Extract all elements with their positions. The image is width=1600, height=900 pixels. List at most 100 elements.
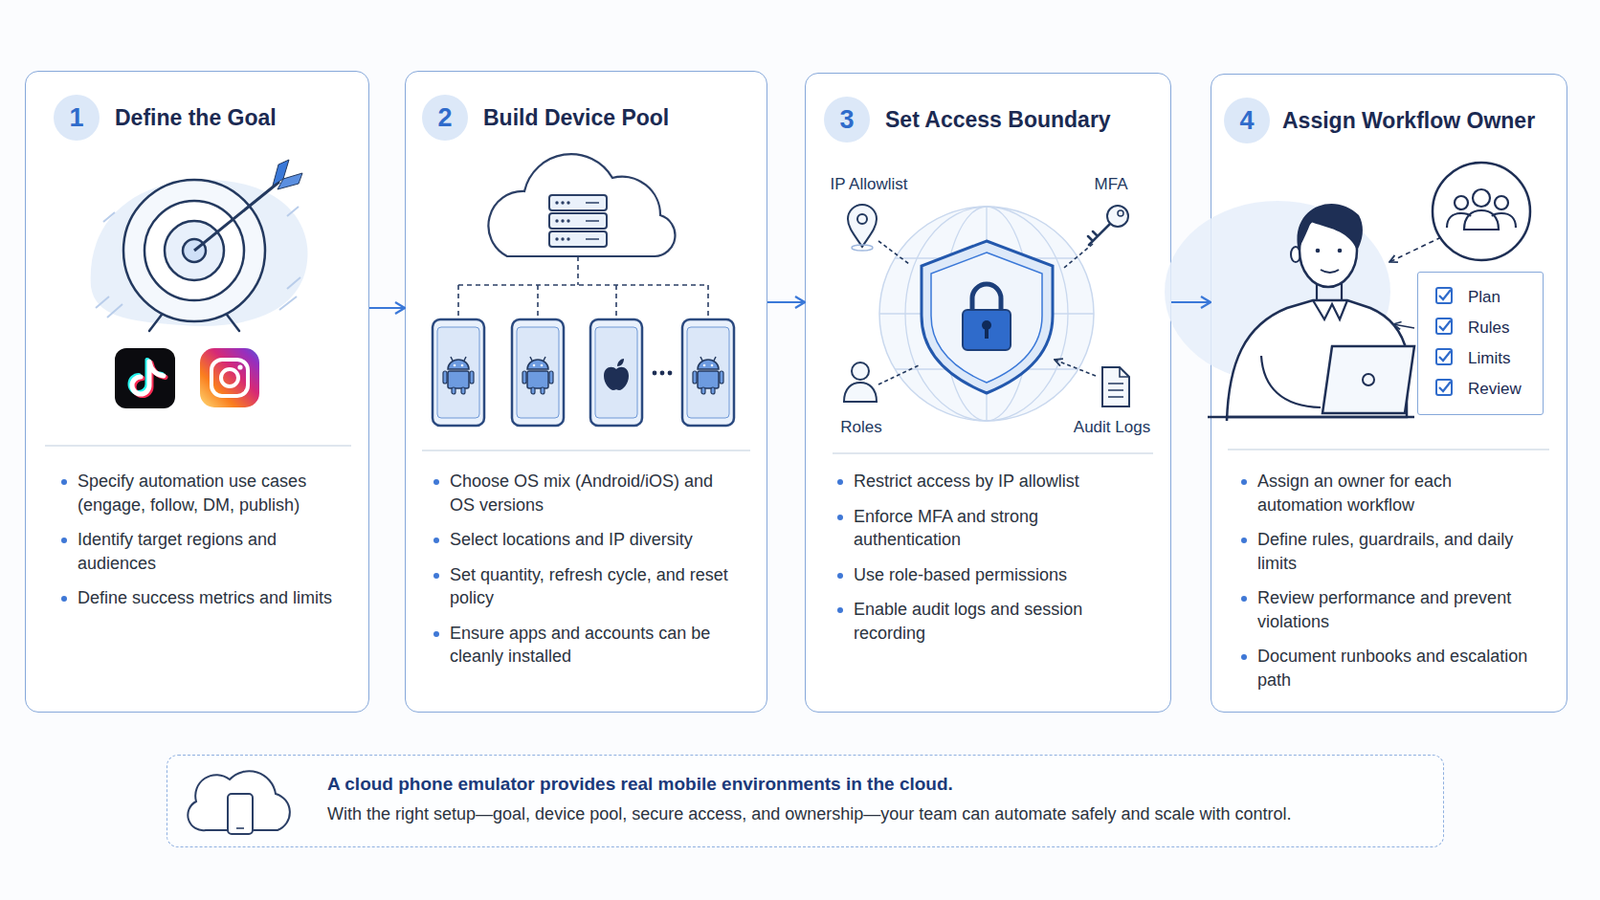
phone-devices <box>652 371 658 377</box>
access-icons <box>1117 210 1124 217</box>
panel-heading: Assign Workflow Owner <box>1282 107 1535 134</box>
checklist-item: Review <box>1467 377 1522 401</box>
checklist-box: PlanRulesLimitsReview <box>1417 271 1544 416</box>
phone-devices <box>667 371 673 377</box>
checkbox-icons <box>1439 381 1451 392</box>
owner-person-illustration <box>1164 162 1531 422</box>
cloud-server-illustration <box>555 219 558 223</box>
bullet-text: Review performance and prevent violation… <box>1257 586 1535 634</box>
checkbox-icons <box>1436 288 1452 396</box>
bullet-text: Enable audit logs and session recording <box>853 598 1141 645</box>
flow-arrow <box>1171 301 1211 304</box>
bullet-text: Select locations and IP diversity <box>449 528 737 553</box>
phone-devices <box>432 319 485 426</box>
bullet-dot <box>837 514 844 521</box>
divider-lines <box>44 444 352 447</box>
cloud-server-illustration <box>566 237 570 241</box>
cloud-server-illustration <box>560 219 564 223</box>
target-illustration <box>272 159 289 186</box>
owner-person-illustration <box>1432 162 1531 261</box>
security-shield-illustration <box>943 206 1030 422</box>
security-shield-illustration <box>984 327 989 339</box>
phone-devices <box>595 327 638 419</box>
phone-devices <box>687 327 730 419</box>
tiktok-logo <box>132 361 164 395</box>
target-illustration <box>90 159 309 332</box>
target-illustration <box>123 179 266 322</box>
owner-person-illustration <box>1164 200 1391 383</box>
bullet-dot <box>837 607 844 614</box>
bullet-item: Restrict access by IP allowlist <box>853 469 1141 494</box>
owner-person-illustration <box>1454 196 1468 210</box>
security-shield-illustration <box>931 252 1043 383</box>
step-number: 4 <box>1239 106 1254 135</box>
owner-person-illustration <box>1393 324 1415 329</box>
bullet-list: Assign an owner for each automation work… <box>1257 469 1535 704</box>
cloud-phone-icon <box>227 794 253 835</box>
bullet-text: Specify automation use cases (engage, fo… <box>77 469 346 517</box>
target-illustration <box>164 221 224 281</box>
cloud-server-illustration <box>555 200 570 241</box>
target-illustration <box>277 173 303 190</box>
cloud-server-illustration <box>566 200 570 204</box>
owner-person-illustration <box>1299 214 1357 288</box>
cloud-server-illustration <box>560 200 564 204</box>
bullet-text: Ensure apps and accounts can be cleanly … <box>449 622 737 669</box>
phone-devices <box>522 356 554 395</box>
bullet-item: Enable audit logs and session recording <box>853 598 1141 645</box>
bullet-dot <box>61 479 67 486</box>
bullet-item: Select locations and IP diversity <box>449 528 737 553</box>
bullet-list: Restrict access by IP allowlistEnforce M… <box>853 469 1141 657</box>
bullet-item: Identify target regions and audiences <box>77 528 346 576</box>
bullet-dot <box>433 631 440 638</box>
step-panel: 4PlanRulesLimitsReview Assign Workflow Ow… <box>1210 73 1568 713</box>
summary-banner: A cloud phone emulator provides real mob… <box>166 755 1445 848</box>
cloud-phone-icon <box>187 771 290 831</box>
phone-devices <box>603 358 629 391</box>
bullet-item: Use role-based permissions <box>853 563 1141 588</box>
instagram-logo <box>211 359 248 397</box>
bullet-text: Define rules, guardrails, and daily limi… <box>1257 528 1535 576</box>
security-shield-illustration <box>879 206 1094 422</box>
banner-text: With the right setup—goal, device pool, … <box>327 802 1292 826</box>
tiktok-logo <box>130 360 162 394</box>
bullet-list: Choose OS mix (Android/iOS) and OS versi… <box>449 469 737 681</box>
bullet-text: Assign an owner for each automation work… <box>1257 469 1535 517</box>
cloud-server-illustration <box>555 200 558 204</box>
bullet-item: Define success metrics and limits <box>77 586 346 611</box>
owner-person-illustration <box>1446 213 1516 228</box>
cloud-server-illustration <box>549 195 607 211</box>
phone-devices <box>590 319 643 426</box>
target-illustration <box>95 206 301 318</box>
phone-devices <box>437 327 480 419</box>
owner-person-illustration <box>1464 210 1499 230</box>
flow-arrow <box>767 301 805 304</box>
step-number: 2 <box>437 103 452 133</box>
target-illustration <box>144 200 245 301</box>
bullet-text: Define success metrics and limits <box>77 586 346 611</box>
checkbox-icons <box>1439 320 1451 331</box>
phone-devices <box>432 319 734 426</box>
target-illustration <box>90 179 309 327</box>
access-icons <box>851 244 873 251</box>
access-icons <box>878 241 1096 385</box>
owner-person-illustration <box>1494 196 1509 210</box>
tiktok-logo <box>114 348 176 409</box>
phone-devices <box>511 319 564 426</box>
instagram-logo <box>200 348 260 408</box>
bullet-dot <box>433 573 440 579</box>
checklist-item: Plan <box>1467 286 1501 310</box>
owner-person-illustration <box>1261 355 1321 408</box>
tiktok-logo <box>114 348 176 409</box>
access-icons <box>1108 367 1130 398</box>
access-icons <box>847 204 877 247</box>
cloud-phone-icon <box>236 827 245 830</box>
bullet-item: Assign an owner for each automation work… <box>1257 469 1535 517</box>
cloud-server-illustration <box>585 202 600 240</box>
step-panel: 2Build Device PoolChoose OS mix (Android… <box>404 70 768 713</box>
bullet-item: Choose OS mix (Android/iOS) and OS versi… <box>449 469 737 517</box>
bullet-item: Ensure apps and accounts can be cleanly … <box>449 622 737 669</box>
checkbox-icons <box>1436 288 1452 304</box>
phone-devices <box>617 358 624 367</box>
